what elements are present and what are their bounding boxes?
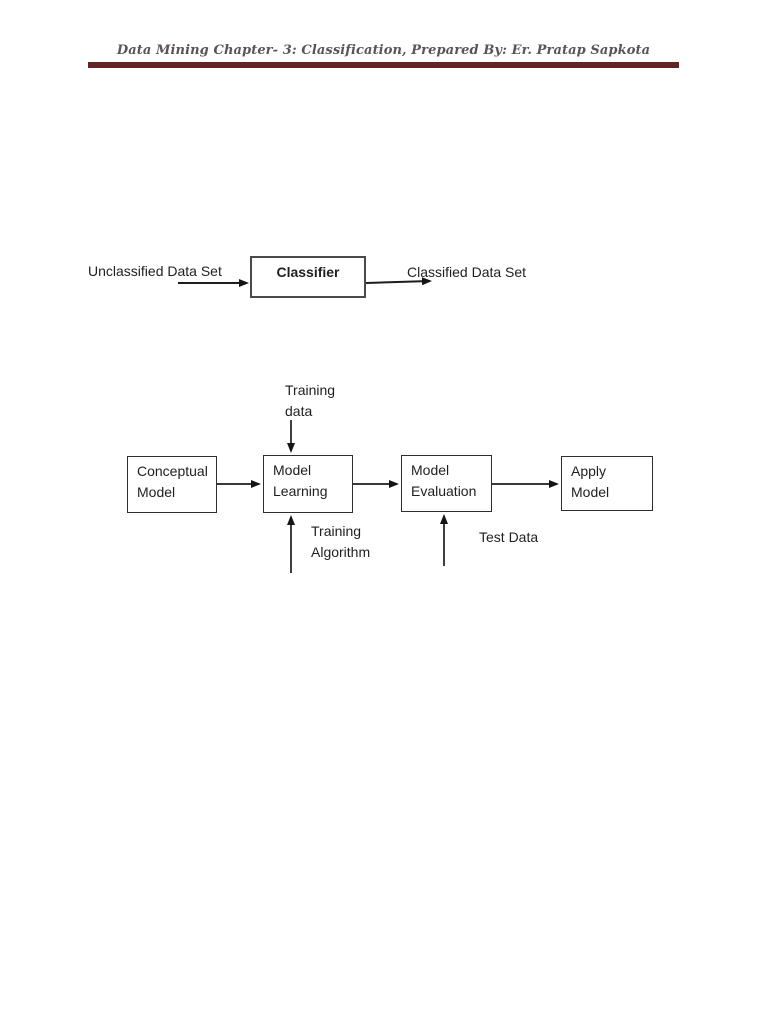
training-algorithm-label-line2: Algorithm xyxy=(311,544,371,560)
model-learning-box: Model Learning xyxy=(263,455,353,513)
model-evaluation-box-line1: Model xyxy=(411,462,450,478)
training-algorithm-label: Training Algorithm xyxy=(311,521,370,563)
training-algorithm-label-line1: Training xyxy=(311,523,362,539)
apply-model-box: Apply Model xyxy=(561,456,653,511)
model-evaluation-box: Model Evaluation xyxy=(401,455,492,512)
model-evaluation-box-line2: Evaluation xyxy=(411,483,477,499)
training-data-label-line1: Training xyxy=(285,382,336,398)
model-learning-box-line1: Model xyxy=(273,462,312,478)
classifier-box: Classifier xyxy=(250,256,366,298)
training-data-label-line2: data xyxy=(285,403,313,419)
apply-model-box-line1: Apply xyxy=(571,463,607,479)
test-data-label: Test Data xyxy=(479,529,539,545)
model-learning-box-line2: Learning xyxy=(273,483,328,499)
classifier-box-label: Classifier xyxy=(276,264,340,280)
classified-data-set-label: Classified Data Set xyxy=(407,264,527,280)
unclassified-data-set-label: Unclassified Data Set xyxy=(88,263,222,279)
header-rule xyxy=(88,62,679,68)
training-data-label: Training data xyxy=(285,380,335,422)
conceptual-model-box-line2: Model xyxy=(137,484,176,500)
conceptual-model-box-line1: Conceptual xyxy=(137,463,208,479)
apply-model-box-line2: Model xyxy=(571,484,610,500)
page-header-title: Data Mining Chapter- 3: Classification, … xyxy=(116,43,651,58)
conceptual-model-box: Conceptual Model xyxy=(127,456,217,513)
